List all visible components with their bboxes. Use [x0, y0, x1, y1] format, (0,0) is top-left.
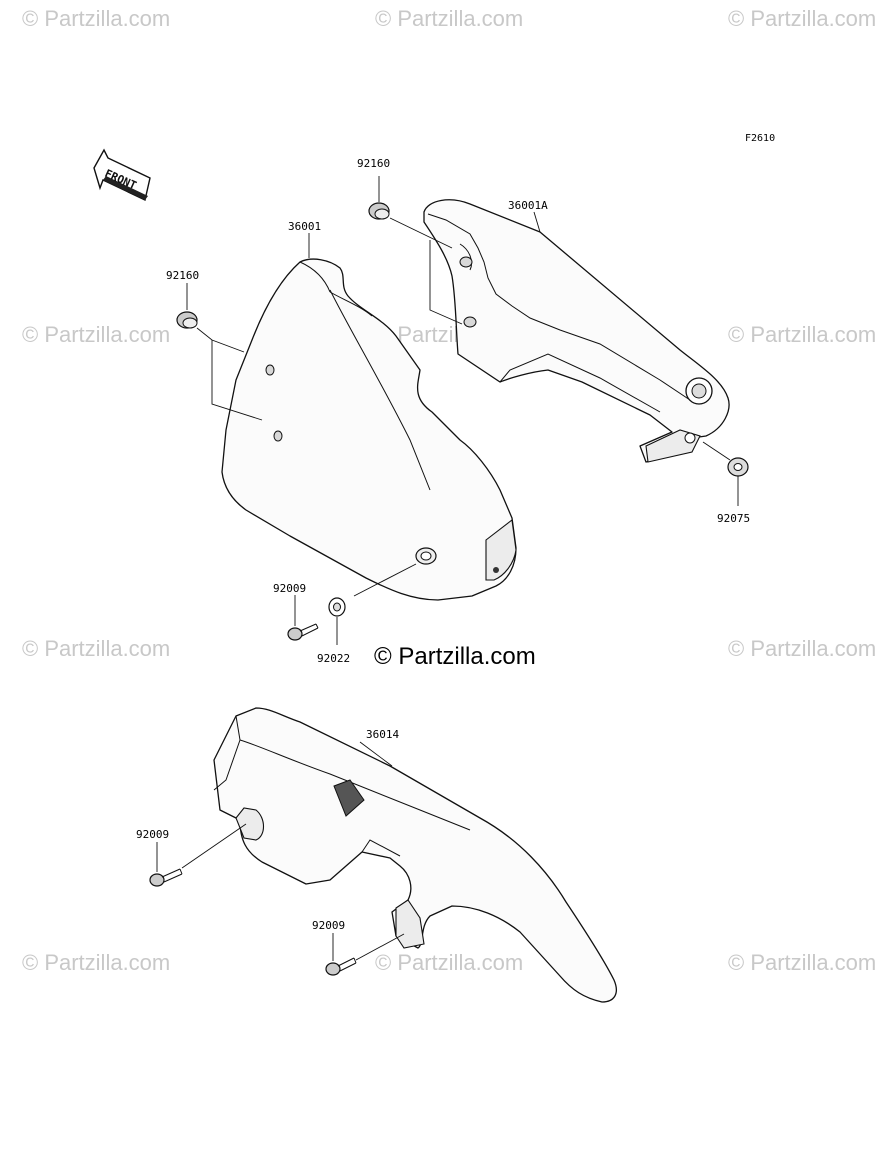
front-arrow: FRONT — [93, 148, 151, 202]
grommet-92160-top — [368, 202, 390, 220]
part-labels: 92160 36001A 36001 92160 92075 92009 920… — [136, 157, 750, 932]
watermarks: © Partzilla.com © Partzilla.com © Partzi… — [22, 6, 876, 975]
part-label: 92160 — [357, 157, 390, 170]
bolt-92009-lower — [325, 957, 357, 976]
washer-92022 — [328, 597, 346, 617]
center-watermark: © Partzilla.com — [374, 643, 536, 670]
watermark: © Partzilla.com — [22, 950, 170, 975]
watermark: © Partzilla.com — [22, 6, 170, 31]
part-label: 92009 — [136, 828, 169, 841]
cover-36001a — [423, 199, 730, 463]
part-label: 36001A — [508, 199, 548, 212]
figure-id: F2610 — [745, 133, 775, 144]
part-label: 92009 — [312, 919, 345, 932]
part-label: 36014 — [366, 728, 399, 741]
bolt-92009-upper — [287, 623, 319, 641]
watermark: © Partzilla.com — [728, 950, 876, 975]
watermark: © Partzilla.com — [728, 6, 876, 31]
chain-guard-36014 — [213, 707, 617, 1003]
grommet-92160-left — [176, 311, 198, 329]
watermark: © Partzilla.com — [22, 322, 170, 347]
watermark: © Partzilla.com — [375, 6, 523, 31]
watermark: © Partzilla.com — [22, 636, 170, 661]
bolt-92009-middle — [149, 868, 183, 887]
side-cover-36001 — [221, 258, 517, 601]
part-label: 92075 — [717, 512, 750, 525]
leader-lines — [156, 176, 739, 961]
part-label: 36001 — [288, 220, 321, 233]
collar-92075 — [727, 457, 749, 477]
part-label: 92022 — [317, 652, 350, 665]
watermark: © Partzilla.com — [728, 322, 876, 347]
part-label: 92009 — [273, 582, 306, 595]
part-label: 92160 — [166, 269, 199, 282]
watermark: © Partzilla.com — [728, 636, 876, 661]
watermark: © Partzilla.com — [375, 950, 523, 975]
